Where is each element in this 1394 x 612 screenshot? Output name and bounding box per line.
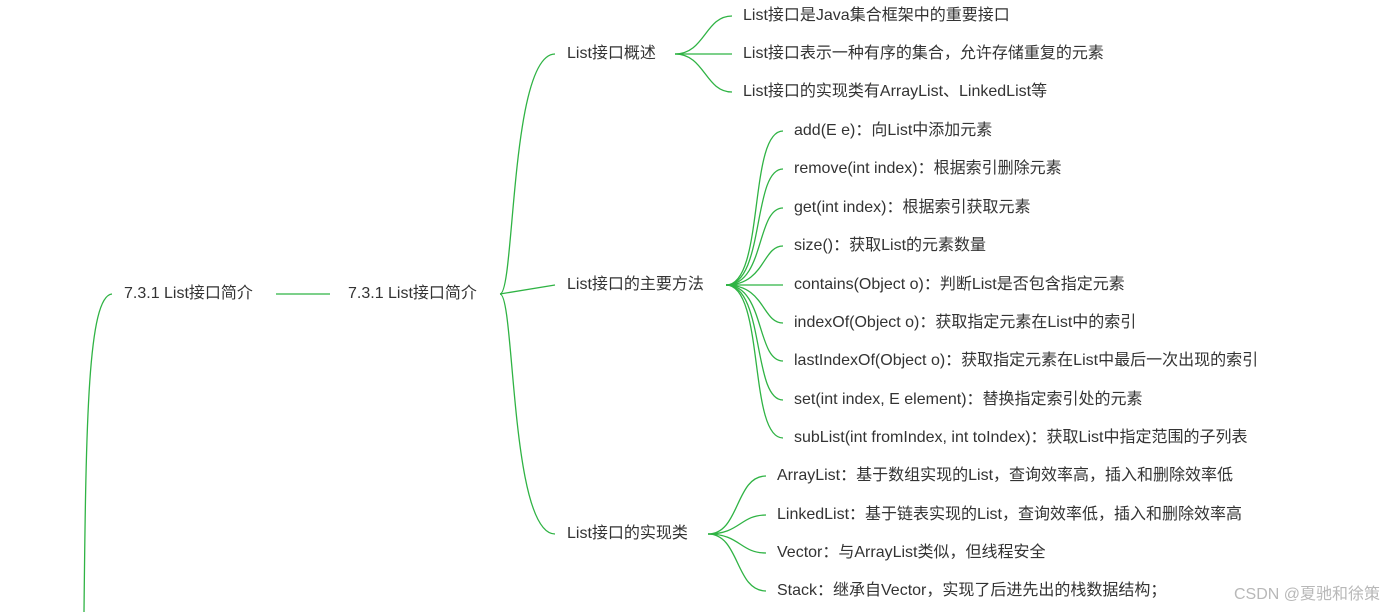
overview-item[interactable]: List接口表示一种有序的集合，允许存储重复的元素 bbox=[743, 45, 1104, 62]
level1-to-branch-impl-line bbox=[499, 293, 556, 535]
overview-item[interactable]: List接口的实现类有ArrayList、LinkedList等 bbox=[743, 83, 1048, 100]
impl-item[interactable]: LinkedList：基于链表实现的List，查询效率低，插入和删除效率高 bbox=[777, 506, 1242, 523]
methods-to-item-7-line bbox=[725, 284, 784, 362]
method-item[interactable]: add(E e)：向List中添加元素 bbox=[794, 122, 993, 139]
overview-item[interactable]: List接口是Java集合框架中的重要接口 bbox=[743, 7, 1010, 24]
methods-to-item-3-line bbox=[725, 207, 784, 286]
methods-to-item-6-line bbox=[725, 284, 784, 324]
branch-overview-node[interactable]: List接口概述 bbox=[567, 45, 656, 62]
impl-to-item-1-line bbox=[707, 475, 767, 535]
impl-item[interactable]: Stack：继承自Vector，实现了后进先出的栈数据结构； bbox=[777, 582, 1167, 599]
method-item[interactable]: lastIndexOf(Object o)：获取指定元素在List中最后一次出现… bbox=[794, 352, 1259, 369]
methods-to-item-9-line bbox=[725, 284, 784, 439]
method-item[interactable]: remove(int index)：根据索引删除元素 bbox=[794, 160, 1062, 177]
root-node[interactable]: 7.3.1 List接口简介 bbox=[124, 285, 253, 302]
methods-to-item-2-line bbox=[725, 168, 784, 286]
level1-node[interactable]: 7.3.1 List接口简介 bbox=[348, 285, 477, 302]
methods-to-item-8-line bbox=[725, 284, 784, 401]
watermark-text: CSDN @夏驰和徐策 bbox=[1233, 586, 1380, 603]
impl-item[interactable]: Vector：与ArrayList类似，但线程安全 bbox=[777, 544, 1046, 561]
overview-to-item-1-line bbox=[674, 15, 733, 55]
method-item[interactable]: indexOf(Object o)：获取指定元素在List中的索引 bbox=[794, 314, 1137, 331]
method-item[interactable]: subList(int fromIndex, int toIndex)：获取Li… bbox=[794, 429, 1248, 446]
method-item[interactable]: size()：获取List的元素数量 bbox=[794, 237, 987, 254]
impl-item[interactable]: ArrayList：基于数组实现的List，查询效率高，插入和删除效率低 bbox=[777, 467, 1234, 484]
methods-to-item-1-line bbox=[725, 130, 784, 286]
branch-methods-node[interactable]: List接口的主要方法 bbox=[567, 276, 704, 293]
impl-to-item-3-line bbox=[707, 533, 767, 554]
impl-to-item-4-line bbox=[707, 533, 767, 592]
impl-to-item-2-line bbox=[707, 514, 767, 535]
level1-to-branch-methods-line bbox=[499, 284, 556, 295]
level1-to-branch-overview-line bbox=[499, 53, 556, 295]
methods-to-item-4-line bbox=[725, 245, 784, 286]
overview-to-item-3-line bbox=[674, 53, 733, 93]
method-item[interactable]: get(int index)：根据索引获取元素 bbox=[794, 199, 1031, 216]
method-item[interactable]: set(int index, E element)：替换指定索引处的元素 bbox=[794, 391, 1143, 408]
method-item[interactable]: contains(Object o)：判断List是否包含指定元素 bbox=[794, 276, 1125, 293]
branch-impl-node[interactable]: List接口的实现类 bbox=[567, 525, 688, 542]
root-stem-line bbox=[83, 293, 113, 612]
